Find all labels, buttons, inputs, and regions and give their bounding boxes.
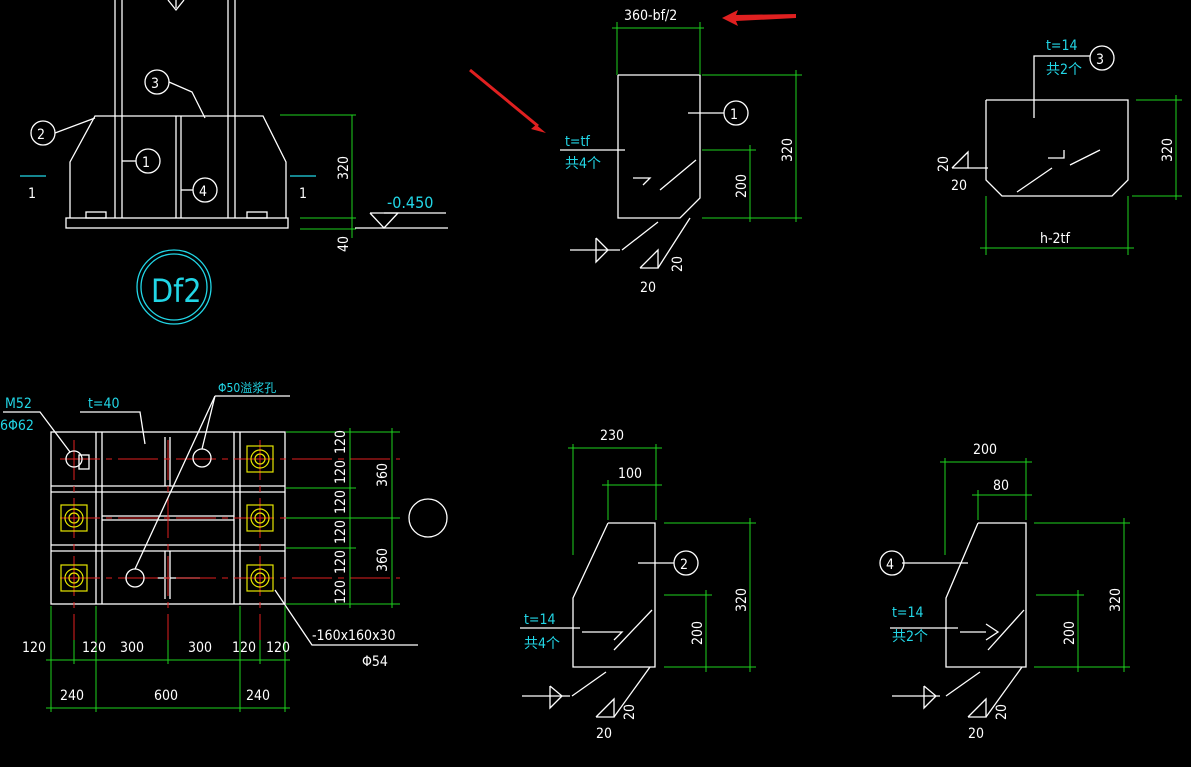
plate-thickness-40: t=40 — [88, 396, 120, 412]
col-dim-600: 600 — [154, 688, 178, 704]
row-dim-360-b: 360 — [375, 548, 391, 572]
weld-size-20-d: 20 — [951, 178, 967, 194]
row-dim-120-4: 120 — [333, 520, 349, 544]
dim-320-plate-3: 320 — [1160, 138, 1176, 162]
quantity-2-plate-4: 共2个 — [892, 629, 928, 645]
callout-plate-4: 4 — [199, 184, 207, 200]
quantity-4-plate-2: 共4个 — [524, 636, 560, 652]
col-dim-300-1: 300 — [120, 640, 144, 656]
dim-40-elevation: 40 — [336, 236, 352, 252]
col-dim-240-2: 240 — [246, 688, 270, 704]
plate-4-detail — [879, 458, 1130, 718]
weld-size-20-e: 20 — [622, 704, 638, 720]
section-mark-right: 1 — [299, 186, 307, 202]
bolt-hole-6phi62: 6Φ62 — [0, 418, 34, 434]
dim-80: 80 — [993, 478, 1009, 494]
elevation-label: -0.450 — [387, 193, 433, 212]
column-base-elevation — [20, 0, 448, 325]
row-dim-120-2: 120 — [333, 460, 349, 484]
grout-hole-label: Φ50溢浆孔 — [218, 380, 276, 395]
washer-hole-54: Φ54 — [362, 654, 388, 670]
washer-spec: -160x160x30 — [312, 628, 396, 644]
dim-360-bf-2: 360-bf/2 — [624, 8, 677, 24]
callout-plate-4-detail: 4 — [886, 557, 894, 573]
thickness-14-plate-3: t=14 — [1046, 38, 1078, 54]
callout-plate-1: 1 — [142, 155, 150, 171]
callout-plate-3-detail: 3 — [1096, 52, 1104, 68]
row-dim-120-6: 120 — [333, 580, 349, 604]
bolt-spec-m52: M52 — [5, 396, 32, 412]
dim-200-plate-2: 200 — [690, 621, 706, 645]
row-dim-120-5: 120 — [333, 550, 349, 574]
col-dim-120-1: 120 — [22, 640, 46, 656]
col-dim-240-1: 240 — [60, 688, 84, 704]
col-dim-300-2: 300 — [188, 640, 212, 656]
dim-200-plate-4: 200 — [1062, 621, 1078, 645]
row-dim-120-3: 120 — [333, 490, 349, 514]
plate-3-detail — [951, 45, 1182, 255]
dim-320-plate-1: 320 — [780, 138, 796, 162]
dim-100: 100 — [618, 466, 642, 482]
detail-tag: Df2 — [151, 272, 202, 310]
callout-plate-1-detail: 1 — [730, 107, 738, 123]
base-plate-plan — [3, 395, 448, 712]
weld-size-20-h: 20 — [968, 726, 984, 742]
col-dim-120-4: 120 — [266, 640, 290, 656]
thickness-tf: t=tf — [565, 134, 590, 150]
thickness-14-plate-2: t=14 — [524, 612, 556, 628]
row-dim-360-a: 360 — [375, 463, 391, 487]
weld-size-20-g: 20 — [994, 704, 1010, 720]
dim-200-plate-1: 200 — [734, 174, 750, 198]
dim-h-2tf: h-2tf — [1040, 231, 1070, 247]
quantity-4-plate-1: 共4个 — [565, 156, 601, 172]
dim-200-top: 200 — [973, 442, 997, 458]
section-mark-left: 1 — [28, 186, 36, 202]
plate-2-detail — [520, 444, 756, 718]
weld-size-20-f: 20 — [596, 726, 612, 742]
dim-320-elevation: 320 — [336, 156, 352, 180]
quantity-2-plate-3: 共2个 — [1046, 62, 1082, 78]
dim-320-plate-2: 320 — [734, 588, 750, 612]
callout-plate-3: 3 — [151, 76, 159, 92]
thickness-14-plate-4: t=14 — [892, 605, 924, 621]
dim-320-plate-4: 320 — [1108, 588, 1124, 612]
col-dim-120-2: 120 — [82, 640, 106, 656]
callout-plate-2-detail: 2 — [680, 557, 688, 573]
weld-size-20-a: 20 — [670, 256, 686, 272]
col-dim-120-3: 120 — [232, 640, 256, 656]
dim-230: 230 — [600, 428, 624, 444]
plate-1-detail — [469, 10, 802, 269]
callout-plate-2: 2 — [37, 127, 45, 143]
weld-size-20-c: 20 — [936, 156, 952, 172]
row-dim-120-1: 120 — [333, 430, 349, 454]
weld-size-20-b: 20 — [640, 280, 656, 296]
